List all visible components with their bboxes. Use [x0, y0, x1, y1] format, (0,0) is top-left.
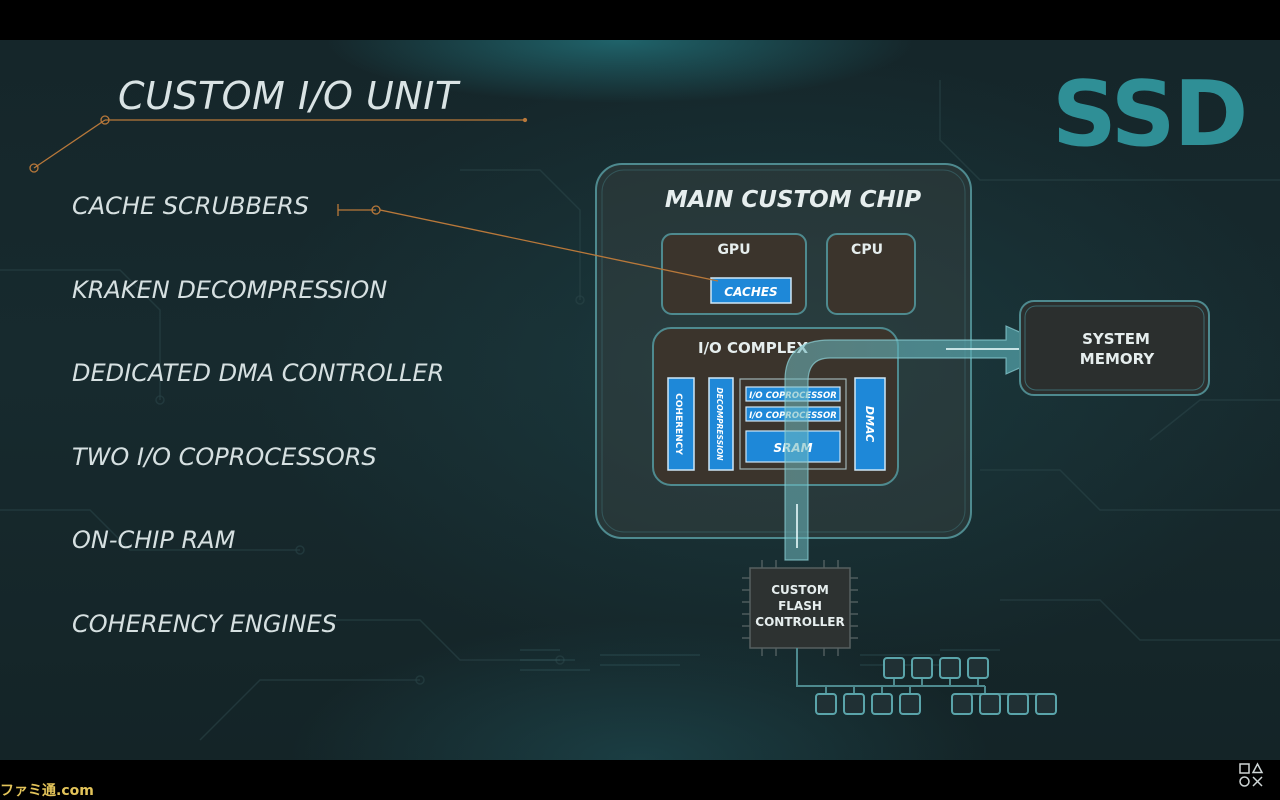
presentation-slide: CUSTOM I/O UNIT SSD CACHE SCRUBBERS KRAK…: [0, 40, 1280, 760]
cache-scrubbers-pointer: [337, 204, 719, 282]
cpu-block: [826, 233, 916, 315]
feature-item: DEDICATED DMA CONTROLLER: [72, 359, 445, 387]
playstation-logo-icon: [1239, 762, 1264, 787]
gpu-label: GPU: [717, 242, 750, 258]
heading-connector: [29, 115, 528, 173]
dmac-block: [854, 377, 886, 471]
flash-controller-pins: [742, 560, 858, 656]
feature-item: TWO I/O COPROCESSORS: [72, 443, 377, 471]
flash-chip-wiring: [796, 648, 1046, 695]
caches-label: CACHES: [724, 285, 777, 299]
main-chip-title: MAIN CUSTOM CHIP: [665, 187, 921, 213]
feature-item: ON-CHIP RAM: [72, 526, 236, 554]
system-memory-label: SYSTEM: [1082, 330, 1150, 348]
slide-heading: CUSTOM I/O UNIT: [118, 74, 459, 118]
flash-controller-label: CUSTOM: [771, 583, 829, 597]
decompression-block: [708, 377, 734, 471]
feature-item: KRAKEN DECOMPRESSION: [72, 276, 388, 304]
flash-controller-label: CONTROLLER: [755, 615, 844, 629]
io-complex-label: I/O COMPLEX: [698, 339, 809, 357]
feature-item: COHERENCY ENGINES: [72, 610, 337, 638]
coherency-label: COHERENCY: [673, 393, 683, 455]
caches-block: [710, 277, 792, 304]
flash-chip-row: [815, 693, 1057, 715]
ssd-title: SSD: [1052, 62, 1248, 167]
flash-controller-label: FLASH: [778, 599, 822, 613]
cpu-label: CPU: [851, 242, 883, 258]
flash-chip-row: [883, 657, 989, 679]
feature-item: CACHE SCRUBBERS: [72, 192, 310, 220]
flash-controller-block: [749, 567, 851, 649]
decompression-label: DECOMPRESSION: [715, 387, 724, 461]
circuit-background: [0, 80, 1280, 741]
system-memory-label: MEMORY: [1080, 350, 1156, 368]
watermark: ファミ通.com: [0, 783, 94, 799]
dmac-label: DMAC: [863, 406, 876, 442]
coherency-block: [667, 377, 695, 471]
architecture-diagram: MAIN CUSTOM CHIP GPU CACHES CPU I/O COMP…: [29, 115, 1210, 715]
system-memory-block: [1019, 300, 1210, 396]
